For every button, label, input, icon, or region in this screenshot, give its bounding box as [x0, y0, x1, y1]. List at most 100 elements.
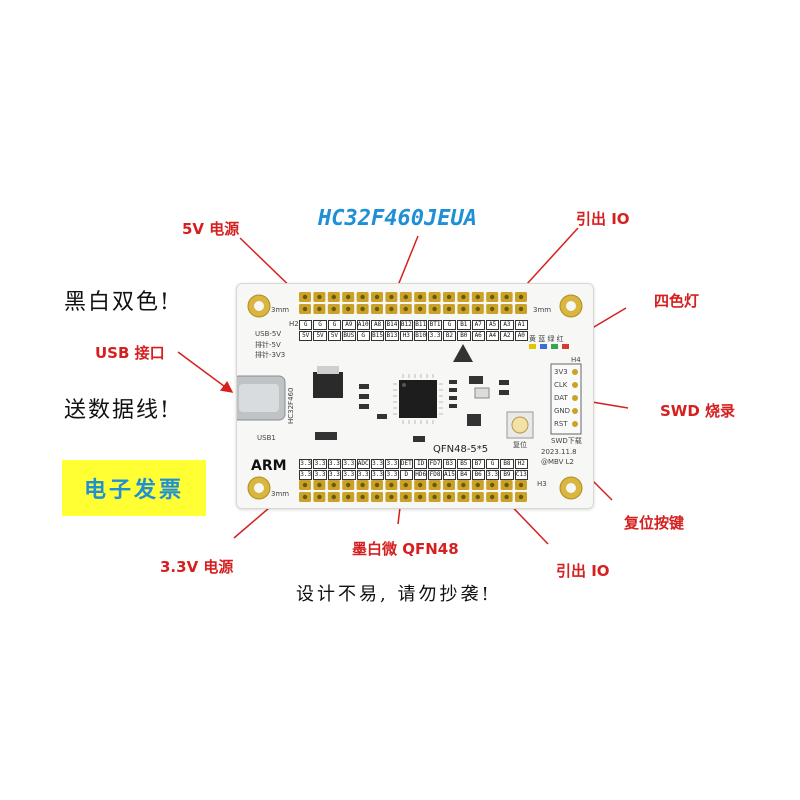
top-pin-label: H3: [399, 331, 413, 341]
bottom-pin-label: B7: [471, 459, 485, 469]
usb-label-2: 排针-5V: [255, 341, 281, 349]
header-pad-hole: [302, 294, 308, 300]
top-pin-label: B2: [442, 331, 457, 341]
bottom-pin-label: 3.3: [342, 459, 356, 469]
callout-led: 四色灯: [654, 292, 700, 310]
top-pin-label: 5V: [299, 331, 313, 341]
header-pad-hole: [418, 494, 423, 500]
top-pin-label: A5: [485, 320, 500, 330]
led-color-labels: 黄 蓝 绿 红: [529, 335, 564, 343]
header-pad-hole: [331, 482, 336, 488]
bottom-pin-label: 3.3: [385, 459, 399, 469]
header-pad-hole: [475, 494, 480, 500]
bottom-pin-label: 3.3: [313, 459, 327, 469]
bottom-pin-label: 3.3: [485, 470, 500, 480]
four-color-leds: [529, 344, 569, 349]
crystal: [474, 387, 490, 399]
callout-reset: 复位按键: [624, 514, 685, 532]
top-pin-label: 3.3: [428, 331, 442, 341]
top-pin-label: A2: [500, 331, 514, 341]
top-pin-label: G: [356, 331, 370, 341]
top-pin-label: A1: [514, 320, 528, 330]
header-pad-hole: [490, 494, 495, 500]
swd-label: SWD下载: [551, 437, 582, 445]
header-pad-hole: [475, 482, 480, 488]
top-pin-label: 5V: [313, 331, 327, 341]
header-pad-hole: [403, 306, 408, 312]
bottom-pin-label: 3.3: [356, 470, 370, 480]
top-pin-label: G: [442, 320, 457, 330]
top-pin-label: B10: [414, 331, 428, 341]
header-pad-hole: [418, 294, 423, 300]
header-ref-h2: H2: [289, 320, 299, 328]
author-label: @MBV L2: [541, 458, 574, 466]
header-pad-hole: [331, 306, 336, 312]
header-pad-hole: [317, 482, 322, 488]
header-pad-hole: [389, 306, 394, 312]
header-pad-hole: [418, 482, 423, 488]
callout-usb: USB 接口: [95, 344, 165, 362]
header-pad-hole: [432, 494, 437, 500]
header-pad-hole: [490, 482, 495, 488]
header-pad-hole: [446, 306, 452, 312]
top-pin-label: B15: [370, 331, 385, 341]
top-pin-label: A6: [471, 331, 485, 341]
board-art: [237, 292, 583, 502]
bottom-pin-label: B5: [457, 459, 471, 469]
note-two-colors: 黑白双色!: [64, 290, 171, 315]
header-pad-hole: [302, 494, 308, 500]
usb-ref: USB1: [257, 434, 276, 442]
bottom-pin-label: 3.3: [299, 470, 313, 480]
header-pad-hole: [317, 494, 322, 500]
header-pad-hole: [461, 494, 466, 500]
bottom-pin-label: H2: [514, 459, 528, 469]
badge-text: 电子发票: [83, 477, 184, 503]
footer-note: 设计不易, 请勿抄袭!: [296, 584, 492, 605]
mcu-silk-label: HC32F460: [287, 387, 295, 424]
header-pad-hole: [346, 494, 351, 500]
header-pad-hole: [374, 294, 380, 300]
top-pin-label: 5V: [327, 331, 342, 341]
header-ref-h3: H3: [537, 480, 547, 488]
header-pad-hole: [360, 494, 365, 500]
header-pad-hole: [475, 306, 480, 312]
callout-swd: SWD 烧录: [660, 402, 736, 420]
header-pad-hole: [446, 494, 452, 500]
header-pad-hole: [374, 306, 380, 312]
header-pad-hole: [360, 306, 365, 312]
header-pad-hole: [490, 294, 495, 300]
header-pad-hole: [331, 494, 336, 500]
bottom-header-pads: [299, 480, 527, 502]
header-pad-hole: [403, 494, 408, 500]
top-pin-label: B11: [414, 320, 428, 330]
ldo-regulator: [313, 372, 343, 398]
arm-logo: ARM: [251, 458, 287, 474]
callout-pinout-top: 引出 IO: [576, 210, 630, 228]
callout-chip: 墨白微 QFN48: [352, 540, 459, 558]
header-pad-hole: [504, 306, 509, 312]
swd-pin-gnd: GND: [554, 407, 571, 415]
top-pin-label: B14: [385, 320, 399, 330]
bottom-pin-label: DET: [399, 459, 413, 469]
header-pad-hole: [446, 482, 452, 488]
callout-3v3: 3.3V 电源: [160, 558, 234, 576]
header-pad-hole: [302, 306, 308, 312]
header-pad-hole: [374, 494, 380, 500]
header-pad-hole: [518, 306, 524, 312]
bottom-pin-label: B8: [500, 459, 514, 469]
header-pad-hole: [360, 482, 365, 488]
bottom-pin-label: C13: [514, 470, 528, 480]
header-pad-hole: [432, 306, 437, 312]
header-pad-hole: [418, 306, 423, 312]
top-pin-label: A3: [500, 320, 514, 330]
header-pad-hole: [403, 482, 408, 488]
top-pin-label: BT1: [428, 320, 442, 330]
header-pad-hole: [374, 482, 380, 488]
header-pad-hole: [317, 306, 322, 312]
header-pad-hole: [518, 482, 524, 488]
header-pad-hole: [317, 294, 322, 300]
bottom-pin-label: ADC: [356, 459, 370, 469]
arrow-usb: [177, 351, 234, 393]
header-pad-hole: [518, 494, 524, 500]
